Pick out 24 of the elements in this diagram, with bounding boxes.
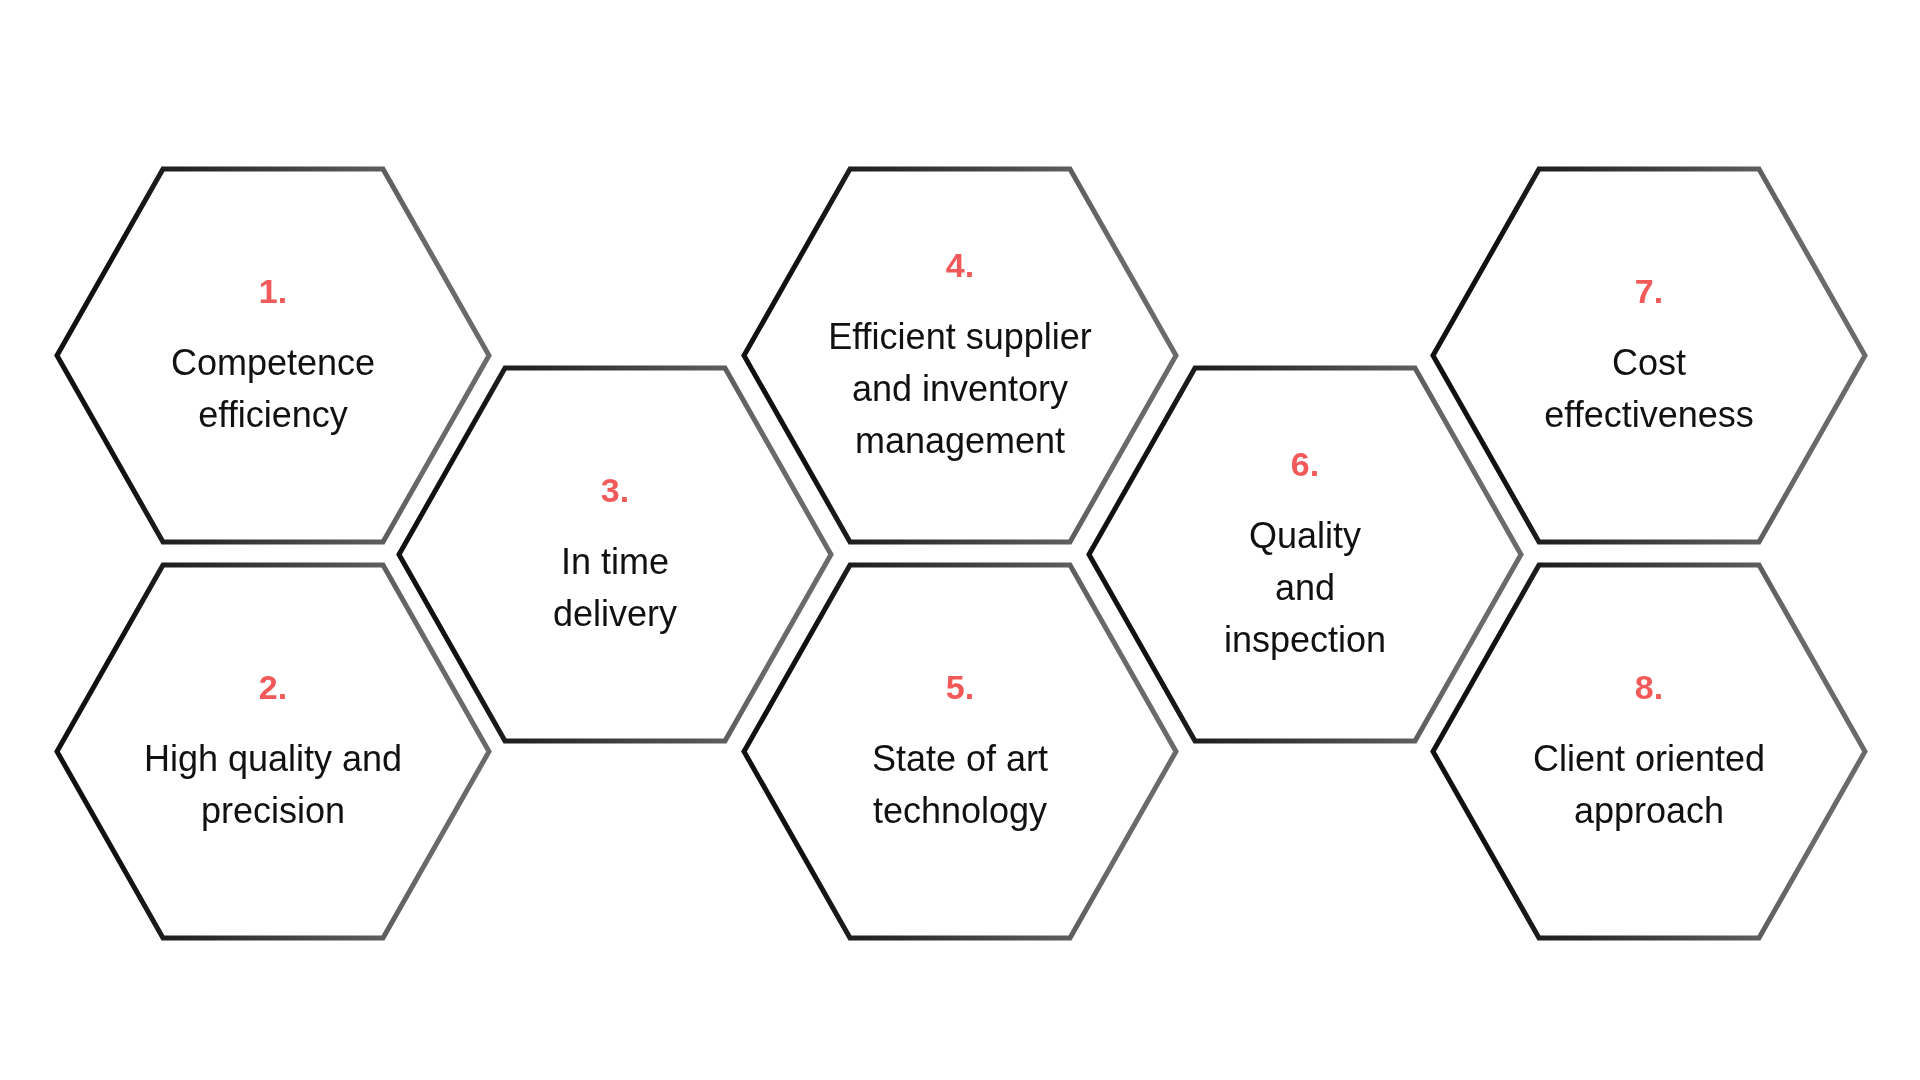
hexagon	[53, 561, 493, 942]
hexagon-text: Competence efficiency	[169, 340, 377, 437]
hexagon-text: In time delivery	[551, 539, 679, 636]
hexagon	[1429, 561, 1869, 942]
step-number: 4.	[945, 244, 975, 285]
step-number: 6.	[1290, 443, 1320, 484]
hexagon-text: High quality and precision	[142, 736, 404, 833]
hexagon	[740, 561, 1180, 942]
step-number: 7.	[1634, 270, 1664, 311]
step-number: 2.	[258, 666, 288, 707]
step-number: 8.	[1634, 666, 1664, 707]
hexagon	[395, 364, 835, 745]
hexagon	[1429, 165, 1869, 546]
step-number: 3.	[600, 469, 630, 510]
hexagon-text: Efficient supplier and inventory management	[827, 314, 1093, 463]
step-number: 5.	[945, 666, 975, 707]
step-number: 1.	[258, 270, 288, 311]
hexagon-text: State of art technology	[870, 736, 1050, 833]
hexagon	[740, 165, 1180, 546]
hexagon-text: Quality and inspection	[1222, 513, 1388, 662]
hexagon	[53, 165, 493, 546]
hexagon-text: Cost effectiveness	[1543, 340, 1755, 437]
hexagon	[1085, 364, 1525, 745]
hexagon-text: Client oriented approach	[1531, 736, 1767, 833]
